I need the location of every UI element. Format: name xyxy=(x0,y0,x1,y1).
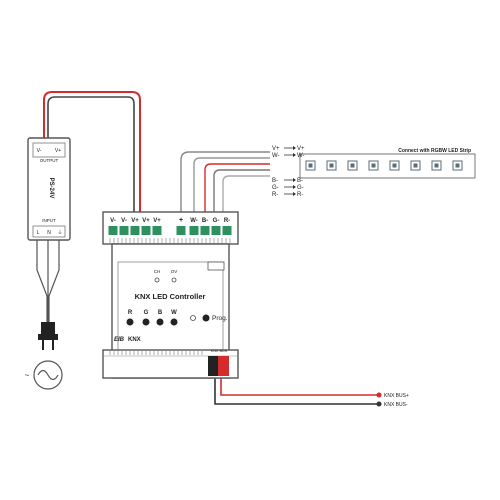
bus-connector-red xyxy=(218,356,229,376)
channel-w-button[interactable] xyxy=(170,318,178,326)
ps-input-terminal-1: L xyxy=(37,230,40,236)
channel-b-label: B xyxy=(158,310,163,316)
terminal-screw-left-3[interactable] xyxy=(130,226,140,235)
prog-button[interactable] xyxy=(202,314,210,322)
strip-wire-4 xyxy=(213,169,270,222)
ps-output-label: OUTPUT xyxy=(40,158,59,163)
terminal-right-5-label: R- xyxy=(224,218,230,224)
terminal-screw-left-5[interactable] xyxy=(152,226,162,235)
channel-g-button[interactable] xyxy=(142,318,150,326)
power-supply: V- V+ OUTPUT PS-24V INPUT L N ⏚ xyxy=(27,137,71,241)
led-chip-core xyxy=(371,163,376,168)
channel-g-label: G xyxy=(144,310,149,316)
strip-wire-2 xyxy=(193,157,270,222)
controller-title: KNX LED Controller xyxy=(135,292,206,301)
map-3-from: B- xyxy=(272,178,278,184)
eib-logo: EIB xyxy=(114,337,125,343)
ps-black-wire xyxy=(47,96,135,222)
terminal-right-1-label: + xyxy=(179,217,183,224)
led-chip-core xyxy=(455,163,460,168)
map-1-from: V+ xyxy=(272,146,280,152)
bus-red-wire xyxy=(220,378,378,396)
status-led-1 xyxy=(154,277,160,283)
terminal-screw-right-3[interactable] xyxy=(200,226,210,235)
mapping-arrowhead xyxy=(293,153,296,157)
terminal-left-3-label: V+ xyxy=(131,218,139,224)
led-chip-core xyxy=(350,163,355,168)
terminal-screw-left-4[interactable] xyxy=(141,226,151,235)
mains-plug xyxy=(38,322,58,350)
strip-wire-5 xyxy=(222,175,270,222)
led-chip-core xyxy=(413,163,418,168)
channel-r-button[interactable] xyxy=(126,318,134,326)
led-strip xyxy=(299,153,476,179)
map-4-from: G- xyxy=(272,185,279,191)
status-led-2-label: OV xyxy=(171,269,178,274)
ps-output-terminal-1: V- xyxy=(37,148,42,154)
terminal-screw-right-4[interactable] xyxy=(211,226,221,235)
map-2-to: W- xyxy=(297,153,305,159)
channel-r-label: R xyxy=(128,310,133,316)
terminal-left-1-label: V- xyxy=(110,218,116,224)
terminal-left-2-label: V- xyxy=(121,218,127,224)
bus-plus-label: KNX BUS+ xyxy=(384,393,409,399)
status-led-2 xyxy=(171,277,177,283)
bus-connector-black xyxy=(208,356,218,376)
terminal-screw-left-2[interactable] xyxy=(119,226,129,235)
mapping-arrowhead xyxy=(293,146,296,150)
strip-wire-3 xyxy=(204,163,270,222)
ps-red-wire xyxy=(43,91,141,222)
map-2-from: W- xyxy=(272,153,280,159)
terminal-left-4-label: V+ xyxy=(142,218,150,224)
channel-w-label: W xyxy=(171,310,177,316)
ps-output-terminal-2: V+ xyxy=(55,148,61,154)
ps-input-terminal-2: N xyxy=(47,230,51,236)
terminal-screw-right-1[interactable] xyxy=(176,226,186,235)
bus-connector-label: KNX BUS xyxy=(211,349,228,353)
knx-logo: KNX xyxy=(128,337,141,343)
map-1-to: V+ xyxy=(297,146,305,152)
prog-label: Prog. xyxy=(212,315,228,322)
led-chip-core xyxy=(329,163,334,168)
mains-cable-3 xyxy=(48,238,60,322)
bus-black-wire xyxy=(214,378,378,405)
mapping-arrowhead xyxy=(293,192,296,196)
led-chip-core xyxy=(434,163,439,168)
mains-symbol: ~ xyxy=(25,371,30,380)
ac-source-icon xyxy=(33,360,63,390)
bus-minus-label: KNX BUS- xyxy=(384,402,408,408)
terminal-screw-right-5[interactable] xyxy=(222,226,232,235)
terminal-right-4-label: G- xyxy=(213,218,220,224)
bus-plus-end xyxy=(376,392,382,398)
led-chip-core xyxy=(392,163,397,168)
map-4-to: G- xyxy=(297,185,304,191)
strip-wire-1 xyxy=(180,151,270,222)
led-chip-core xyxy=(308,163,313,168)
mapping-arrowhead xyxy=(293,178,296,182)
map-3-to: B- xyxy=(297,178,303,184)
terminal-left-5-label: V+ xyxy=(153,218,161,224)
channel-b-button[interactable] xyxy=(156,318,164,326)
map-5-to: R- xyxy=(297,192,303,198)
bus-minus-end xyxy=(376,401,382,407)
status-led-1-label: CH xyxy=(154,269,161,274)
mapping-arrowhead xyxy=(293,185,296,189)
terminal-screw-left-1[interactable] xyxy=(108,226,118,235)
ps-input-label: INPUT xyxy=(42,218,56,223)
mains-cable-1 xyxy=(36,238,48,322)
programming-port xyxy=(207,261,225,271)
ps-input-terminal-3: ⏚ xyxy=(57,229,62,236)
terminal-right-3-label: B- xyxy=(202,218,208,224)
terminal-screw-right-2[interactable] xyxy=(189,226,199,235)
map-5-from: R- xyxy=(272,192,278,198)
strip-title: Connect with RGBW LED Strip xyxy=(398,148,471,154)
terminal-right-2-label: W- xyxy=(190,218,198,224)
ps-model-label: PS-24V xyxy=(48,178,54,199)
prog-led xyxy=(190,315,196,321)
